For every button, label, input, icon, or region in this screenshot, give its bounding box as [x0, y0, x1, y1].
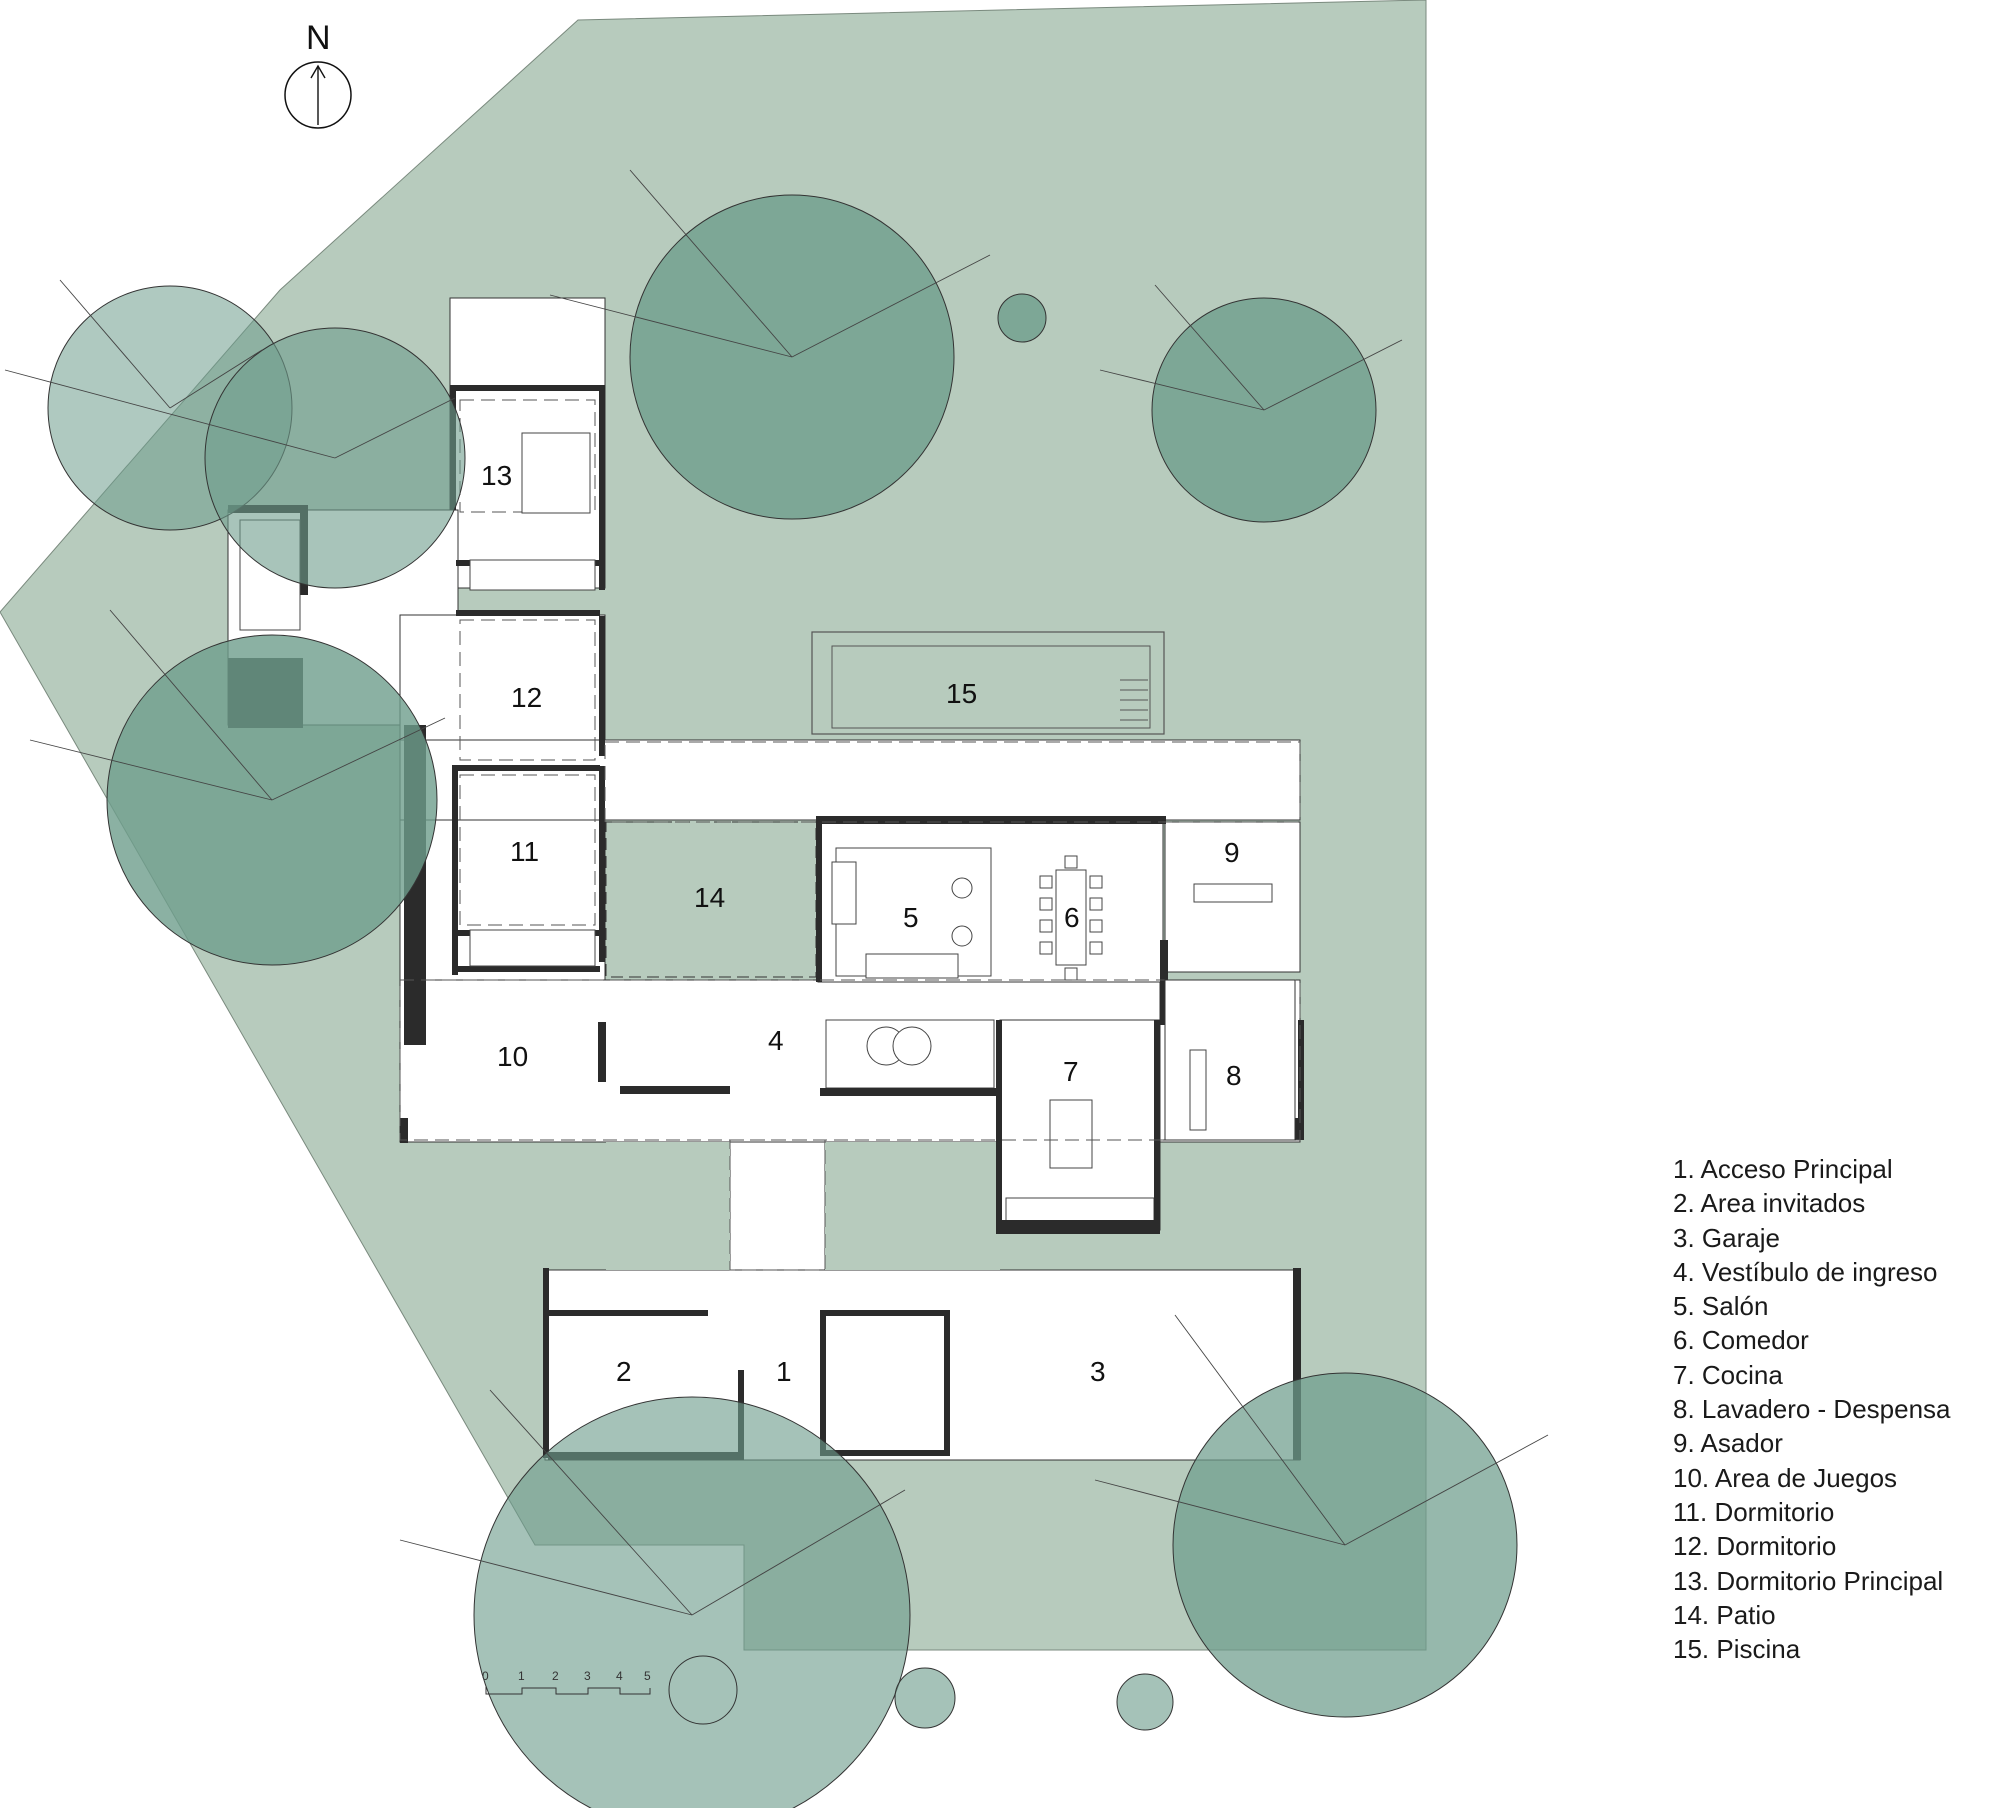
legend-item: 13. Dormitorio Principal: [1673, 1565, 1944, 1596]
scale-tick: 1: [518, 1669, 525, 1683]
room-label-11: 11: [510, 836, 539, 867]
lounge-table: [892, 1026, 932, 1066]
tree-spokes: [4, 169, 1549, 1616]
legend-item: 14. Patio: [1673, 1599, 1776, 1630]
legend-item: 6. Comedor: [1673, 1325, 1809, 1356]
patio: [605, 821, 817, 978]
room-label-15: 15: [946, 678, 977, 709]
room-label-5: 5: [903, 902, 919, 933]
room-label-9: 9: [1224, 837, 1240, 868]
legend-item: 2. Area invitados: [1673, 1188, 1866, 1219]
armchair-row: [831, 861, 857, 925]
pool: [811, 631, 1165, 735]
roof-outline: [399, 399, 1301, 1271]
kitchen-counter: [1005, 1197, 1155, 1223]
room-label-14: 14: [694, 882, 725, 913]
legend-item: 1. Acceso Principal: [1673, 1154, 1893, 1184]
scale-bar: [485, 1686, 651, 1695]
room-label-3: 3: [1090, 1356, 1106, 1387]
dining-table: [1055, 869, 1087, 966]
vanity: [469, 559, 596, 591]
room-label-7: 7: [1063, 1056, 1079, 1087]
room-label-2: 2: [616, 1356, 632, 1387]
legend-item: 4. Vestíbulo de ingreso: [1673, 1256, 1938, 1287]
room-label-1: 1: [776, 1356, 792, 1387]
room-label-13: 13: [481, 460, 512, 491]
vanity: [469, 929, 596, 967]
bed: [521, 432, 591, 514]
legend-item: 3. Garaje: [1673, 1222, 1780, 1253]
asador-counter: [1193, 883, 1273, 903]
scale-tick: 3: [584, 1669, 591, 1683]
legend-item: 8. Lavadero - Despensa: [1673, 1394, 1951, 1425]
scale-tick: 0: [482, 1669, 489, 1683]
legend-item: 12. Dormitorio: [1673, 1531, 1837, 1562]
laundry-room: [1164, 979, 1296, 1141]
armchair: [951, 877, 973, 899]
room-legend: 1. Acceso Principal 2. Area invitados 3.…: [1673, 1152, 1951, 1666]
room-label-10: 10: [497, 1041, 528, 1072]
scale-tick: 4: [616, 1669, 623, 1683]
legend-item: 5. Salón: [1673, 1291, 1769, 1322]
room-label-8: 8: [1226, 1060, 1242, 1091]
legend-item: 10. Area de Juegos: [1673, 1462, 1898, 1493]
armchair: [951, 925, 973, 947]
legend-item: 7. Cocina: [1673, 1359, 1783, 1390]
scale-tick: 5: [644, 1669, 651, 1683]
north-arrow: N: [284, 19, 352, 129]
sofa: [865, 953, 959, 979]
dining-chairs: [1039, 855, 1103, 981]
room-label-6: 6: [1064, 902, 1080, 933]
legend-item: 11. Dormitorio: [1673, 1496, 1835, 1527]
garden-strip-right: [825, 1142, 1000, 1270]
north-letter: N: [306, 19, 331, 57]
garden-strip-left: [606, 1142, 730, 1270]
room-label-12: 12: [511, 682, 542, 713]
scale-tick: 2: [552, 1669, 559, 1683]
legend-item: 9. Asador: [1673, 1428, 1783, 1459]
kitchen-island: [1049, 1099, 1093, 1169]
legend-item: 15. Piscina: [1673, 1634, 1801, 1665]
room-label-4: 4: [768, 1025, 784, 1056]
laundry-counter: [1189, 1049, 1207, 1131]
